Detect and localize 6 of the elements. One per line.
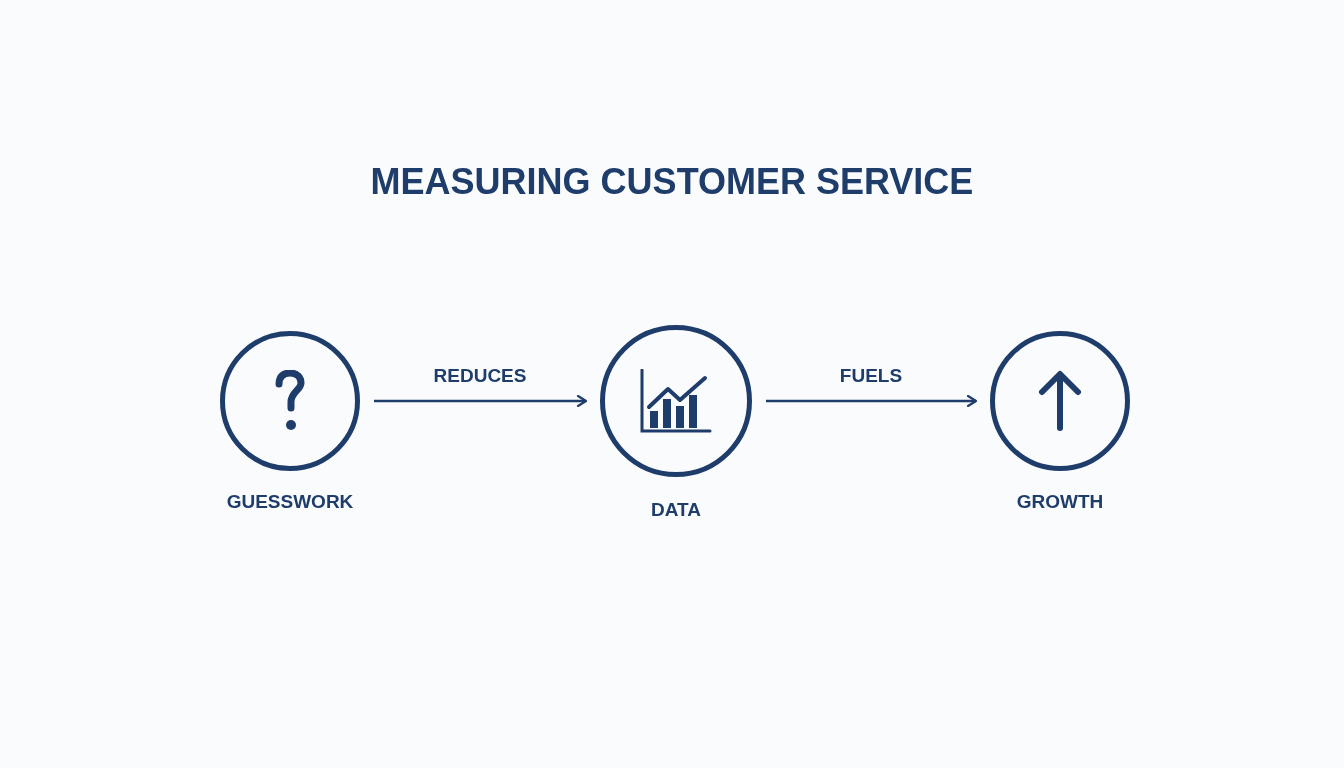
stage-label: GROWTH: [1016, 491, 1104, 513]
stage-label: GUESSWORK: [226, 491, 354, 513]
stage-label: DATA: [651, 499, 701, 521]
arrow: [766, 394, 978, 408]
arrow: [374, 394, 588, 408]
diagram-title: MEASURING CUSTOMER SERVICE: [370, 160, 974, 204]
